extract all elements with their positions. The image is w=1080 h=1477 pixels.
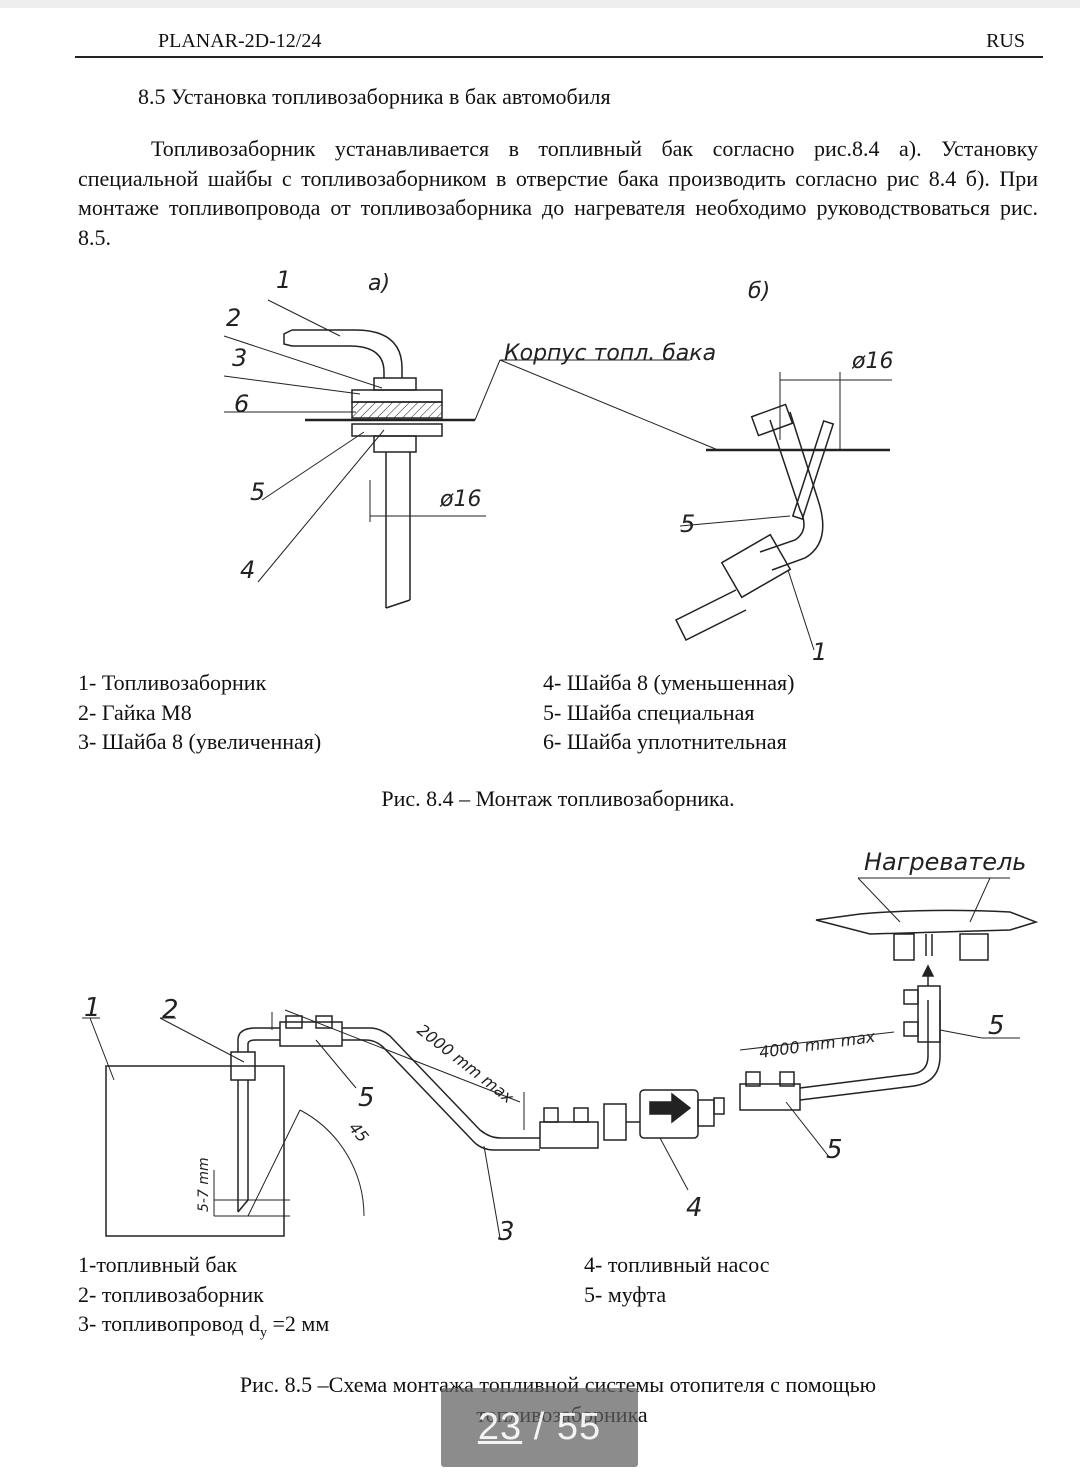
nut-m8-shape bbox=[373, 377, 417, 391]
heater-flange-shape bbox=[815, 909, 1039, 935]
document-header-model: PLANAR-2D-12/24 bbox=[158, 30, 322, 52]
length-label-4000: 4000 mm max bbox=[758, 1027, 877, 1062]
callout-2: 2 bbox=[162, 995, 179, 1025]
coupling-2-shape bbox=[539, 1121, 599, 1149]
section-paragraph: Топливозаборник устанавливается в топлив… bbox=[78, 136, 1038, 250]
special-washer-b bbox=[791, 419, 835, 521]
diameter-label-b: ø16 bbox=[851, 349, 893, 374]
legend-item: 6- Шайба уплотнительная bbox=[543, 729, 787, 754]
legend-item: 4- топливный насос bbox=[584, 1252, 770, 1277]
heater-label: Нагреватель bbox=[864, 848, 1026, 876]
figure-8-4-legend-right: 4- Шайба 8 (уменьшенная) 5- Шайба специа… bbox=[543, 668, 795, 757]
viewer-top-bar bbox=[0, 0, 1080, 8]
legend-item: 5- Шайба специальная bbox=[543, 699, 755, 725]
callout-5-a: 5 bbox=[250, 478, 265, 506]
coupling-1-shape bbox=[279, 1021, 343, 1047]
callout-6-a: 6 bbox=[234, 390, 249, 418]
figure-8-5-drawing: Нагреватель 2000 mm max 4000 mm max 5-7 … bbox=[82, 848, 1039, 1247]
callout-4: 4 bbox=[686, 1193, 703, 1223]
figure-8-4-legend-left: 1- Топливозаборник 2- Гайка М8 3- Шайба … bbox=[78, 668, 321, 757]
page-separator: / bbox=[522, 1406, 557, 1448]
callout-4-a: 4 bbox=[240, 556, 255, 584]
page-indicator[interactable]: 23 / 55 bbox=[441, 1388, 638, 1467]
coupling-4-shape bbox=[917, 985, 941, 1043]
callout-5-b: 5 bbox=[680, 510, 695, 538]
callout-5-middle: 5 bbox=[826, 1135, 843, 1165]
figure-8-5-legend-right: 4- топливный насос 5- муфта bbox=[584, 1250, 770, 1309]
legend-item-pipe: 3- топливопровод dу =2 мм bbox=[78, 1309, 329, 1348]
page-current: 23 bbox=[477, 1406, 523, 1448]
legend-pipe-prefix: 3- топливопровод d bbox=[78, 1311, 260, 1336]
label-b: б) bbox=[748, 279, 770, 304]
angle-label: 45 bbox=[345, 1118, 373, 1146]
pickup-tube-bend bbox=[292, 329, 403, 378]
coupling-3-shape bbox=[739, 1083, 801, 1111]
legend-item: 2- Гайка М8 bbox=[78, 699, 192, 725]
pickup-tube-bend-inner bbox=[292, 345, 385, 378]
legend-item: 4- Шайба 8 (уменьшенная) bbox=[543, 670, 795, 695]
depth-label: 5-7 mm bbox=[196, 1157, 212, 1212]
legend-item: 1- Топливозаборник bbox=[78, 670, 267, 695]
flow-arrow-icon bbox=[649, 1092, 692, 1124]
document-header-language: RUS bbox=[986, 30, 1025, 52]
callout-5-left: 5 bbox=[358, 1083, 375, 1113]
seal-washer-shape bbox=[351, 401, 443, 419]
diameter-label-a: ø16 bbox=[439, 487, 481, 512]
header-rule bbox=[75, 56, 1043, 58]
figure-8-5-legend-left: 1-топливный бак 2- топливозаборник 3- то… bbox=[78, 1250, 329, 1348]
legend-item: 3- Шайба 8 (увеличенная) bbox=[78, 729, 322, 754]
callout-3: 3 bbox=[498, 1217, 515, 1247]
label-a: а) bbox=[368, 271, 390, 296]
legend-pipe-subscript: у bbox=[259, 1325, 267, 1341]
callout-5-right: 5 bbox=[988, 1011, 1005, 1041]
section-title: 8.5 Установка топливозаборника в бак авт… bbox=[138, 84, 611, 109]
pump-inlet-shape bbox=[603, 1103, 627, 1141]
legend-item: 5- муфта bbox=[584, 1281, 667, 1307]
callout-1: 1 bbox=[84, 993, 101, 1023]
washer-large-shape bbox=[351, 389, 443, 403]
tank-body-label: Корпус топл. бака bbox=[504, 341, 716, 366]
callout-2-a: 2 bbox=[226, 304, 241, 332]
legend-pipe-suffix: =2 мм bbox=[266, 1311, 330, 1336]
figure-8-4-caption: Рис. 8.4 – Монтаж топливозаборника. bbox=[381, 786, 735, 811]
pickup-fitting-shape bbox=[230, 1051, 256, 1081]
page-total: 55 bbox=[556, 1406, 602, 1448]
callout-3-a: 3 bbox=[232, 344, 247, 372]
callout-1-a: 1 bbox=[276, 266, 291, 294]
nut-b-shape bbox=[720, 533, 792, 599]
legend-item: 1-топливный бак bbox=[78, 1252, 238, 1277]
legend-item: 2- топливозаборник bbox=[78, 1281, 264, 1307]
washer-small-shape bbox=[351, 423, 443, 437]
callout-1-b: 1 bbox=[812, 638, 827, 666]
up-arrow-icon bbox=[921, 964, 935, 977]
figure-8-4-drawing: а) б) Корпус топл. бака ø16 ø16 1 2 3 6 … bbox=[223, 266, 893, 666]
nut-lower-shape bbox=[373, 435, 417, 453]
fuel-tank-shape bbox=[105, 1065, 285, 1237]
